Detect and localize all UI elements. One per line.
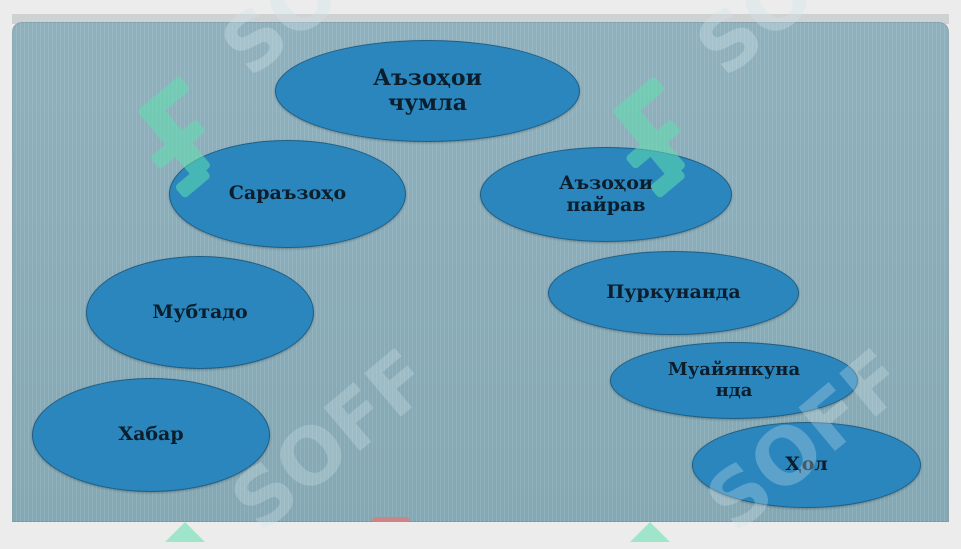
- node-subject: Мубтадо: [86, 256, 314, 369]
- node-adverbial: Ҳол: [692, 422, 921, 508]
- node-dependent-label: Аъзоҳои пайрав: [559, 171, 653, 216]
- node-predicate-label: Хабар: [118, 423, 184, 446]
- slide: Аъзоҳои чумла Сараъзоҳо Аъзоҳои пайрав М…: [12, 22, 949, 522]
- node-predicate: Хабар: [32, 378, 270, 492]
- node-subject-label: Мубтадо: [152, 300, 248, 323]
- node-root: Аъзоҳои чумла: [275, 40, 580, 142]
- node-object-label: Пуркунанда: [606, 281, 741, 304]
- bottom-tab: [372, 517, 410, 522]
- node-attribute-label: Муайянкуна нда: [667, 358, 801, 401]
- node-attribute: Муайянкуна нда: [610, 342, 858, 419]
- top-strip: [12, 14, 949, 24]
- node-secondary: Сараъзоҳо: [169, 140, 406, 248]
- node-root-label: Аъзоҳои чумла: [373, 64, 482, 116]
- node-adverbial-label: Ҳол: [785, 453, 828, 476]
- node-dependent: Аъзоҳои пайрав: [480, 147, 732, 242]
- node-secondary-label: Сараъзоҳо: [228, 182, 347, 205]
- node-object: Пуркунанда: [548, 251, 799, 335]
